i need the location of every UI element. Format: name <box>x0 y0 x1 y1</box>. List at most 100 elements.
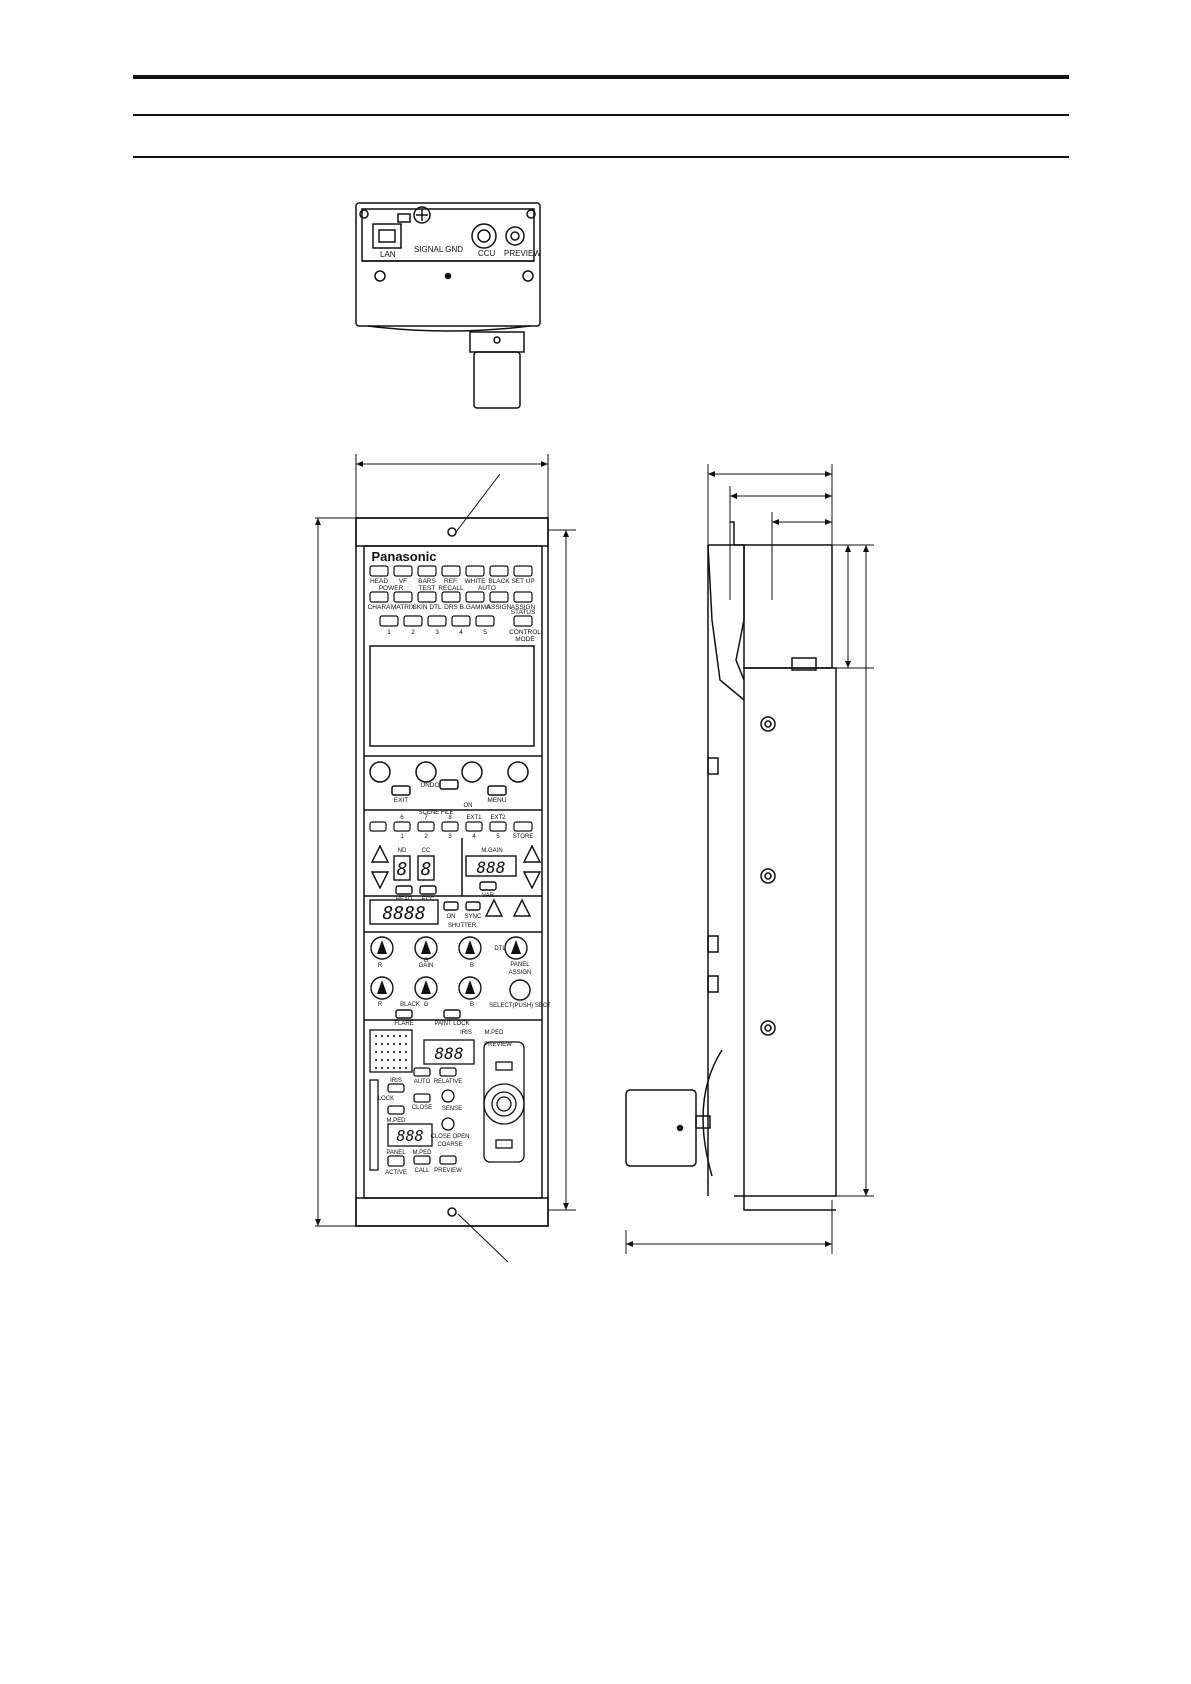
panel-active-button[interactable] <box>387 1155 405 1167</box>
rear-label-gnd: SIGNAL GND <box>414 245 463 254</box>
screw-icon <box>760 868 776 884</box>
inner-panel <box>363 545 543 1199</box>
label-select-push: SELECT(PUSH) SECT <box>489 1003 551 1009</box>
joystick-housing[interactable] <box>483 1041 525 1163</box>
header-rule-bottom <box>133 156 1069 158</box>
label-control: CONTROL <box>509 629 541 636</box>
gain-up-arrow-icon[interactable] <box>522 844 542 863</box>
rear-label-ccu: CCU <box>478 249 496 258</box>
var-button[interactable] <box>479 881 497 891</box>
preview-button[interactable] <box>439 1155 457 1165</box>
cc-value: 8 <box>421 859 432 880</box>
label-nd: ND <box>398 848 407 854</box>
label-mode: MODE <box>515 636 535 643</box>
assign-button[interactable] <box>489 591 509 603</box>
user-button-2[interactable] <box>403 615 423 627</box>
scene-top-ext2: EXT2 <box>490 815 506 821</box>
user-button-5[interactable] <box>475 615 495 627</box>
shutter-on-button[interactable] <box>443 901 459 911</box>
label-user-5: 5 <box>483 629 487 636</box>
vf-button[interactable] <box>393 565 413 577</box>
label-head: HEAD <box>370 578 388 585</box>
label-setup: SET UP <box>511 578 534 585</box>
undo-button[interactable] <box>439 779 459 790</box>
bottom-bracket <box>734 1195 836 1211</box>
shutter-up-arrow-2-icon[interactable] <box>512 898 532 917</box>
gain-down-arrow-icon[interactable] <box>522 871 542 890</box>
joystick-slot <box>495 1139 513 1149</box>
label-b-gamma: B.GAMMA <box>460 604 491 611</box>
joystick-knob[interactable] <box>491 1091 517 1117</box>
encoder-knob-3[interactable] <box>461 761 483 783</box>
header-rule-thick <box>133 75 1069 79</box>
label-iris-lock: IRIS <box>390 1078 402 1084</box>
user-button-4[interactable] <box>451 615 471 627</box>
knob-pointer-icon <box>377 940 387 954</box>
scene-button-4[interactable] <box>441 821 459 832</box>
black-auto-button[interactable] <box>489 565 509 577</box>
coarse-knob[interactable] <box>441 1117 455 1131</box>
assign-status-button[interactable] <box>513 591 533 603</box>
side-knob-stub <box>707 975 719 993</box>
call-button[interactable] <box>413 1155 431 1165</box>
menu-button[interactable] <box>487 785 507 796</box>
label-bars: BARS <box>418 578 436 585</box>
scene-button-5[interactable] <box>465 821 483 832</box>
iris-lock-button[interactable] <box>387 1083 405 1093</box>
drs-button[interactable] <box>441 591 461 603</box>
shutter-sync-button[interactable] <box>465 901 481 911</box>
auto-button[interactable] <box>413 1067 431 1077</box>
badge-panel: PANEL <box>510 962 530 968</box>
label-vf: VF <box>399 578 407 585</box>
rear-label-preview: PREVIEW <box>504 249 541 258</box>
encoder-knob-4[interactable] <box>507 761 529 783</box>
setup-button[interactable] <box>513 565 533 577</box>
label-lock: LOCK <box>378 1096 394 1102</box>
scene-button-2[interactable] <box>393 821 411 832</box>
encoder-knob-1[interactable] <box>369 761 391 783</box>
iris-slider-track[interactable] <box>369 1079 379 1171</box>
nd-up-arrow-icon[interactable] <box>370 844 390 863</box>
screw-icon <box>760 1020 776 1036</box>
side-dimension-lines <box>625 464 874 1254</box>
flare-button[interactable] <box>395 1009 413 1019</box>
knob-pointer-icon <box>421 980 431 994</box>
nd-display <box>393 855 411 881</box>
shutter-up-arrow-icon[interactable] <box>484 898 504 917</box>
knob-pointer-icon <box>465 940 475 954</box>
ref-recall-button[interactable] <box>441 565 461 577</box>
side-view <box>625 521 837 1211</box>
head-button[interactable] <box>395 885 413 895</box>
head-power-button[interactable] <box>369 565 389 577</box>
scene-button-6[interactable] <box>489 821 507 832</box>
chara-button[interactable] <box>369 591 389 603</box>
exit-button[interactable] <box>391 785 411 796</box>
assign-knob[interactable] <box>509 979 531 1001</box>
user-button-3[interactable] <box>427 615 447 627</box>
b-gamma-button[interactable] <box>465 591 485 603</box>
close-button[interactable] <box>413 1093 431 1103</box>
label-relative: RELATIVE <box>434 1079 463 1085</box>
skin-dtl-button[interactable] <box>417 591 437 603</box>
ecc-button[interactable] <box>419 885 437 895</box>
paint-lock-button[interactable] <box>443 1009 461 1019</box>
store-button[interactable] <box>513 821 533 832</box>
scene-bottom-3: 3 <box>448 834 452 840</box>
relative-button[interactable] <box>439 1067 457 1077</box>
m-ped-button[interactable] <box>387 1105 405 1115</box>
control-mode-button[interactable] <box>513 615 533 627</box>
scene-button-3[interactable] <box>417 821 435 832</box>
screw-icon <box>522 270 534 282</box>
white-auto-button[interactable] <box>465 565 485 577</box>
m-ped-display <box>387 1123 433 1147</box>
matrix-button[interactable] <box>393 591 413 603</box>
user-button-1[interactable] <box>379 615 399 627</box>
label-white: WHITE <box>465 578 487 585</box>
bars-test-button[interactable] <box>417 565 437 577</box>
sense-knob[interactable] <box>441 1089 455 1103</box>
scene-button-1[interactable] <box>369 821 387 832</box>
nd-down-arrow-icon[interactable] <box>370 871 390 890</box>
label-close: CLOSE <box>412 1105 432 1111</box>
label-user-3: 3 <box>435 629 439 636</box>
encoder-knob-2[interactable] <box>415 761 437 783</box>
